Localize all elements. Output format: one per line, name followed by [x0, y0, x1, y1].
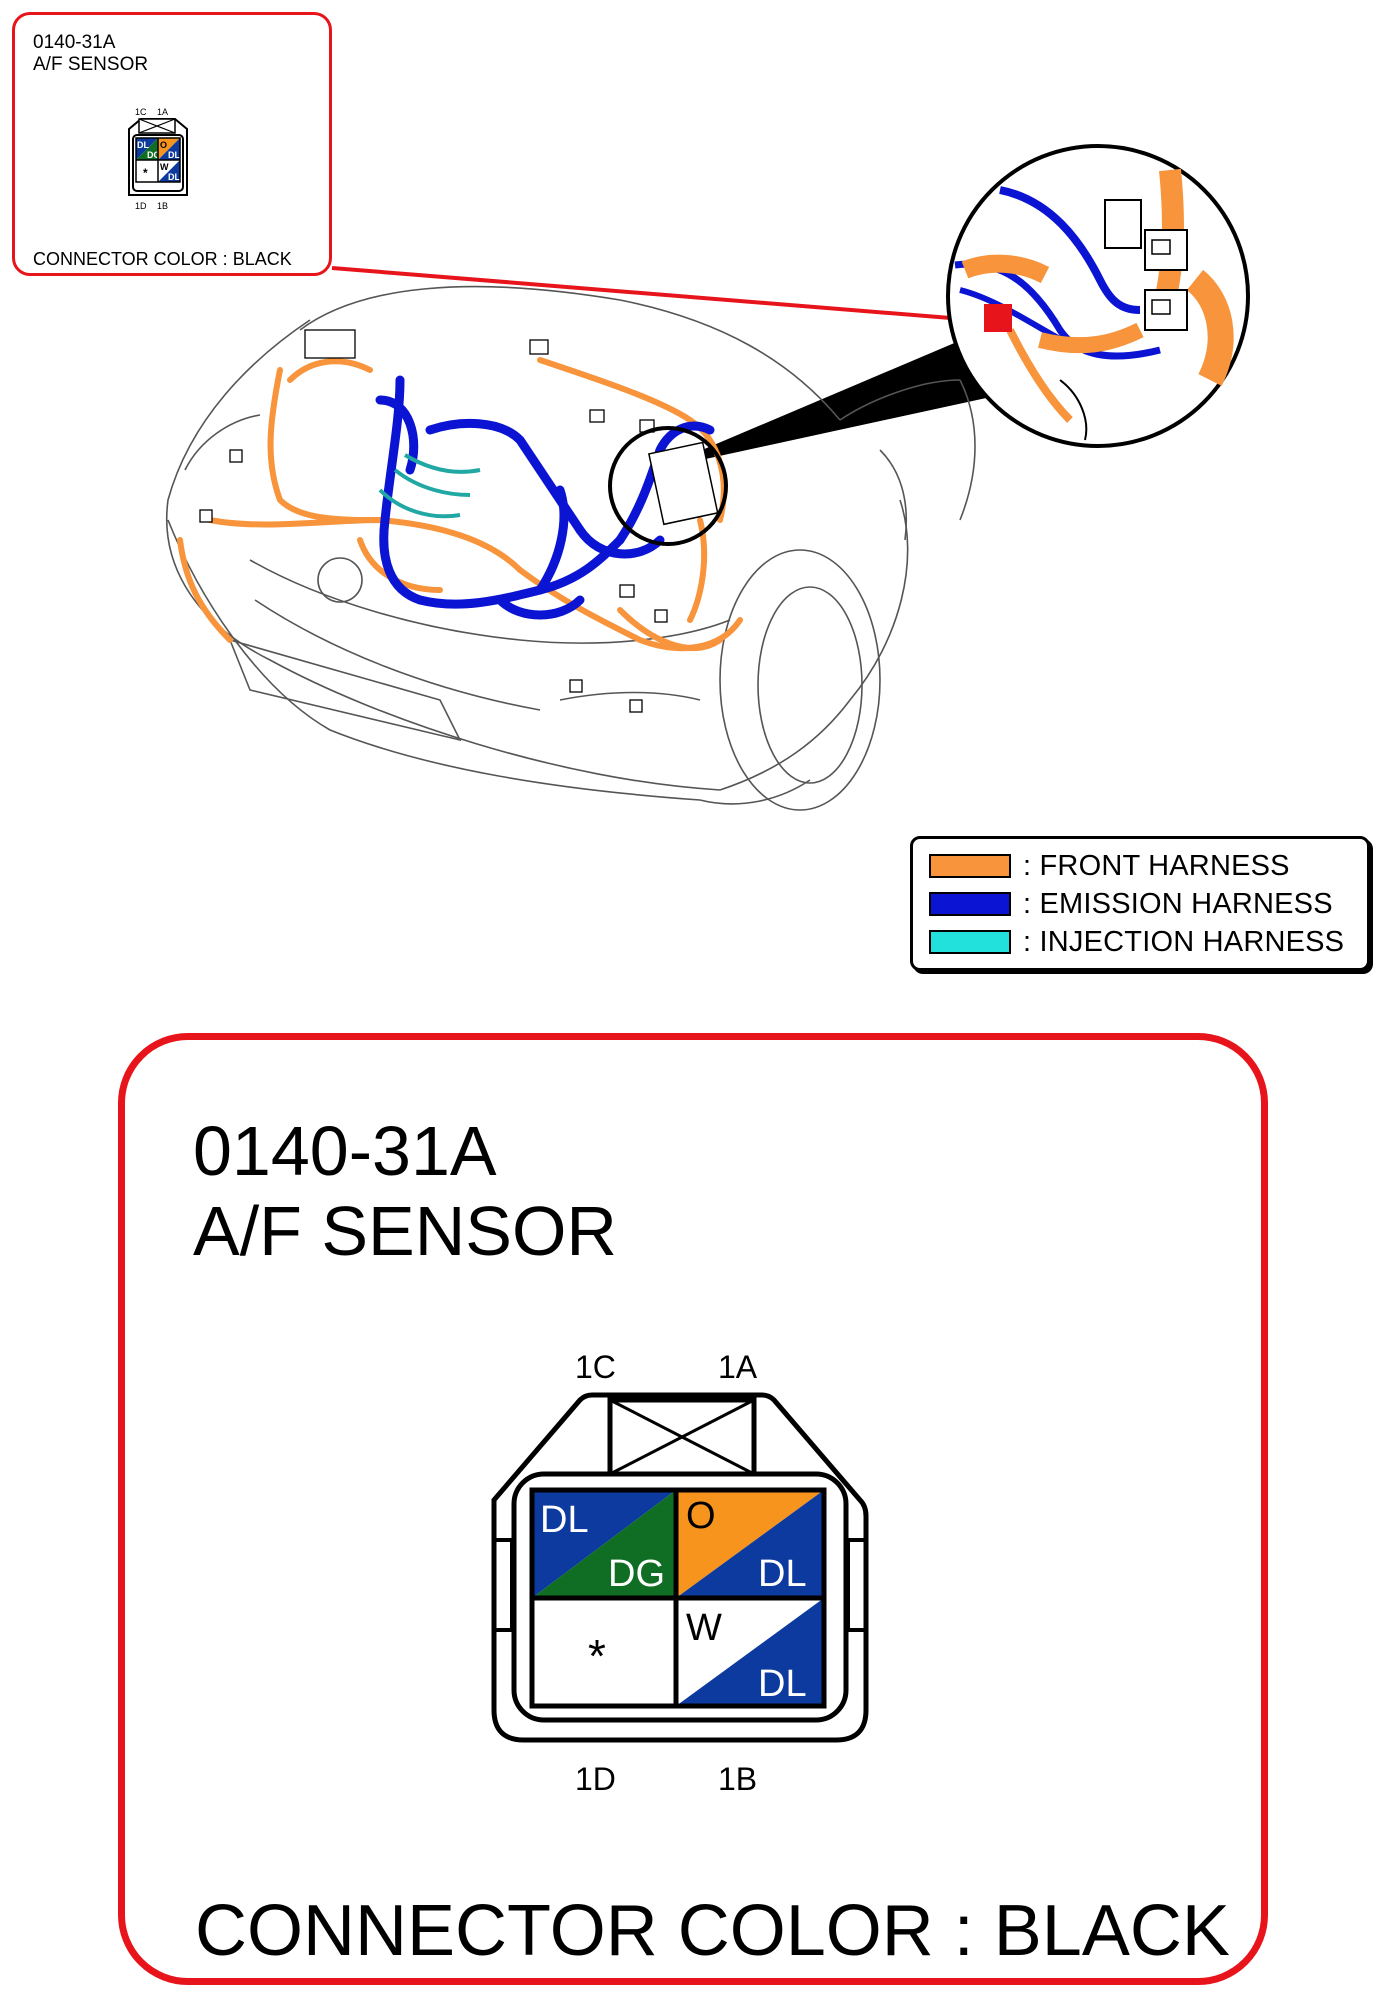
- front-harness-wires: [177, 357, 743, 652]
- highlighted-connector-marker: [984, 304, 1012, 332]
- injection-harness-wires: [378, 453, 481, 519]
- svg-text:DL: DL: [758, 1663, 807, 1705]
- connector-name: A/F SENSOR: [193, 1192, 617, 1270]
- pin-1a: O DL: [676, 1490, 824, 1598]
- svg-text:DL: DL: [540, 1499, 589, 1541]
- svg-text:W: W: [160, 162, 169, 172]
- connector-code-small: 0140-31A: [33, 32, 116, 53]
- svg-text:DG: DG: [147, 150, 161, 160]
- svg-text:DL: DL: [137, 140, 149, 150]
- connector-name-small: A/F SENSOR: [33, 54, 149, 75]
- pin-1c: DL DG: [532, 1490, 676, 1598]
- magnifier-cone: [655, 330, 1000, 470]
- pin-label-1c: 1C: [575, 1349, 616, 1385]
- magnifier-source-circle: [608, 426, 728, 546]
- svg-text:*: *: [143, 166, 148, 180]
- connector-callout-large: 0140-31A A/F SENSOR 1C 1A DL DG O DL: [118, 1033, 1268, 1985]
- emission-harness-wires: [375, 375, 715, 620]
- svg-text:DG: DG: [608, 1553, 665, 1595]
- pin-label-1a: 1A: [718, 1349, 758, 1385]
- legend-swatch-emission: [929, 892, 1011, 916]
- legend-item-injection-harness: : INJECTION HARNESS: [929, 926, 1344, 958]
- legend-swatch-injection: [929, 930, 1011, 954]
- pin-1b: W DL: [676, 1598, 824, 1706]
- pin-label-1b-small: 1B: [157, 201, 168, 211]
- connector-face: 1C 1A DL DG O DL *: [491, 1349, 869, 1797]
- legend-swatch-front: [929, 854, 1011, 878]
- connector-color-small: CONNECTOR COLOR : BLACK: [33, 249, 292, 269]
- car-body-outline: [166, 285, 976, 811]
- svg-text:DL: DL: [168, 150, 180, 160]
- pin-1d: *: [532, 1598, 676, 1706]
- harness-legend: : FRONT HARNESS : EMISSION HARNESS : INJ…: [910, 836, 1370, 971]
- svg-text:DL: DL: [758, 1553, 807, 1595]
- svg-text:O: O: [686, 1495, 716, 1537]
- svg-text:O: O: [160, 140, 167, 150]
- connector-housing: [491, 1392, 869, 1743]
- pin-label-1d-small: 1D: [135, 201, 147, 211]
- harness-illustration: [166, 144, 1250, 811]
- callout-leader-line: [331, 266, 1001, 324]
- connector-code: 0140-31A: [193, 1112, 497, 1190]
- svg-text:DL: DL: [168, 172, 180, 182]
- connector-color-label: CONNECTOR COLOR : BLACK: [195, 1891, 1230, 1971]
- svg-text:W: W: [686, 1607, 722, 1649]
- pin-label-1d: 1D: [575, 1761, 616, 1797]
- pin-label-1c-small: 1C: [135, 107, 147, 117]
- legend-item-emission-harness: : EMISSION HARNESS: [929, 888, 1333, 920]
- pin-label-1b: 1B: [718, 1761, 757, 1797]
- pin-label-1a-small: 1A: [157, 107, 168, 117]
- magnifier-zoom: [946, 144, 1250, 448]
- svg-text:*: *: [588, 1630, 606, 1682]
- connector-callout-small: 0140-31A A/F SENSOR 1C 1A DL DG O DL * W…: [12, 12, 332, 276]
- connector-face-small: 1C 1A DL DG O DL * W DL 1D 1B: [128, 107, 188, 211]
- legend-item-front-harness: : FRONT HARNESS: [929, 850, 1290, 882]
